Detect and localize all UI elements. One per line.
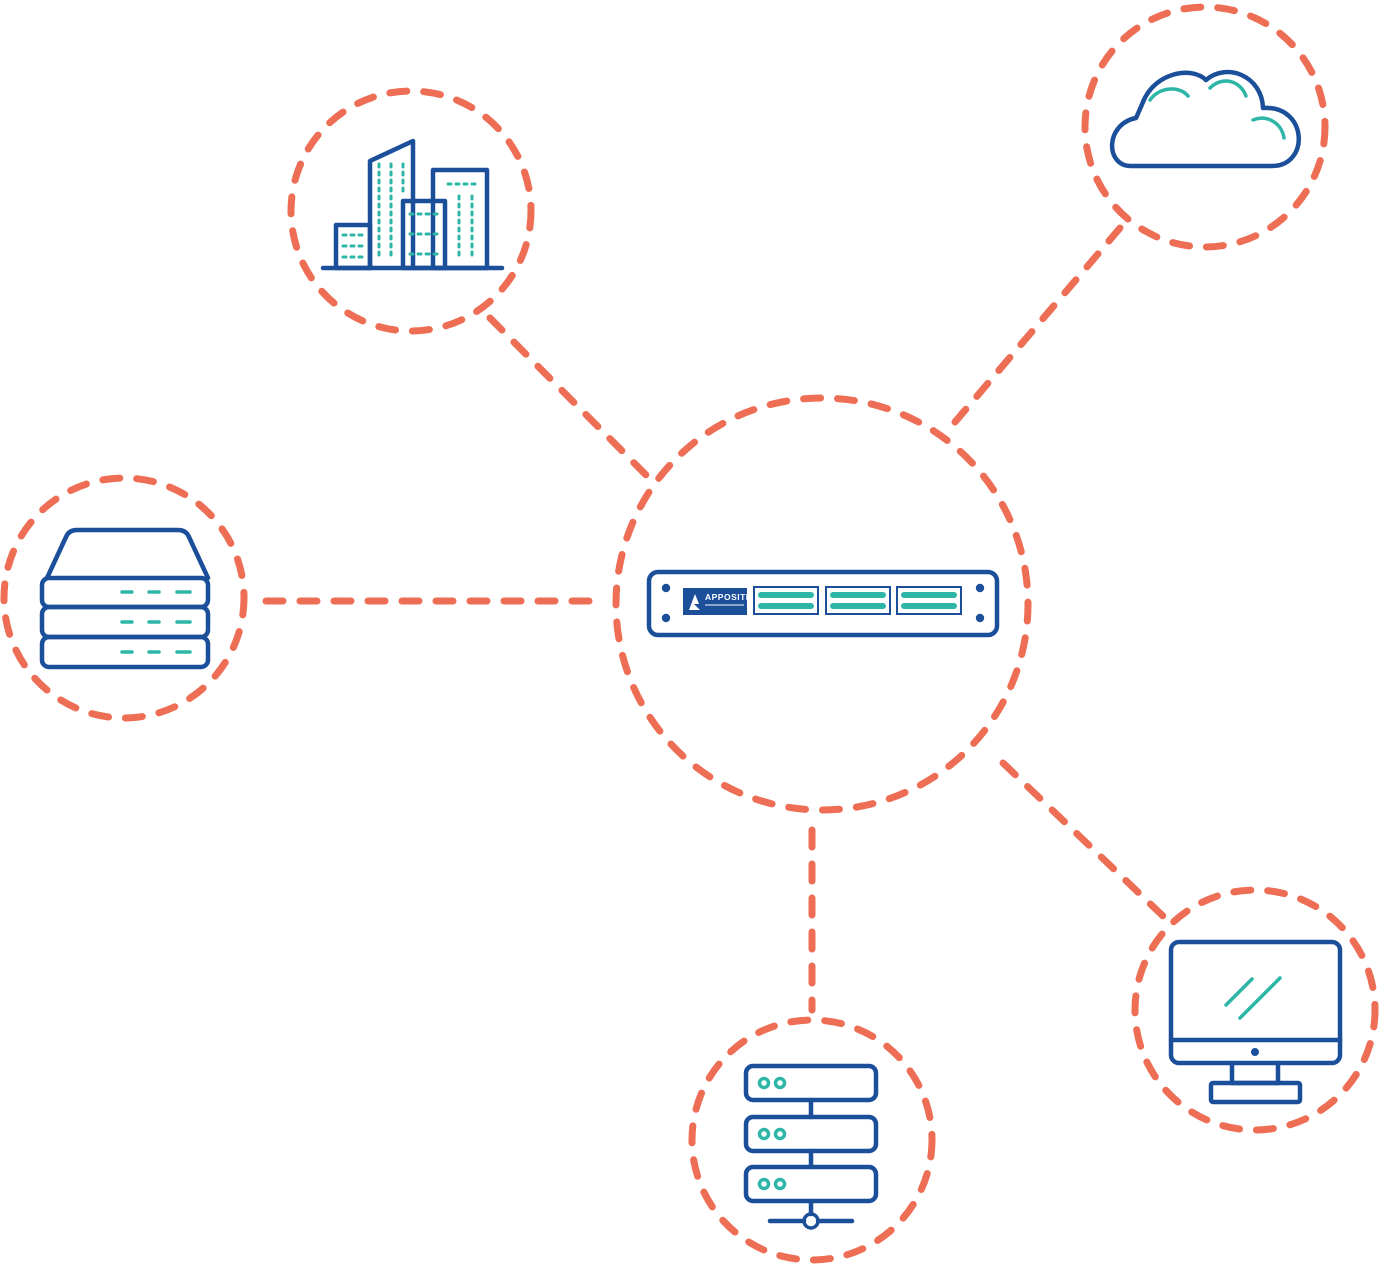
office-buildings-icon [320,138,505,271]
cloud-icon [1109,69,1301,169]
node-circle-desktop [1131,886,1379,1134]
node-circle-storage [0,474,248,722]
desktop-monitor-icon [1168,939,1343,1105]
appliance-port-bank-3 [896,586,962,615]
node-circle-servers [688,1016,936,1264]
connector-desktop [999,759,1169,922]
storage-array-icon [39,527,211,670]
appliance-port-bank-2 [825,586,891,615]
appliance-port-bank-1 [753,586,819,615]
node-circles [0,3,1379,1264]
node-circle-buildings [287,87,535,335]
appliance-logo: APPOSITE [683,588,752,615]
appliance-logo-text: APPOSITE [705,592,752,602]
node-circle-cloud [1081,3,1329,251]
connector-buildings [486,314,652,481]
connector-cloud [951,224,1124,426]
network-appliance-icon: APPOSITE [646,569,1000,638]
center-node-circle [612,394,1032,814]
connector-lines [262,224,1169,1014]
server-rack-icon [743,1063,879,1230]
